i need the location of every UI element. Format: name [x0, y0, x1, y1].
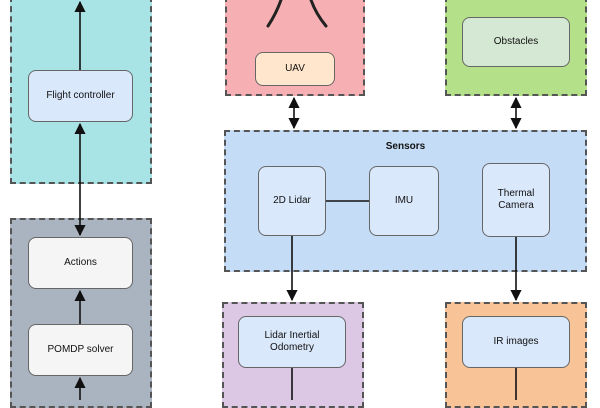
flight-controller-node: Flight controller	[28, 70, 133, 122]
lio-label-line1: Lidar Inertial	[264, 329, 320, 341]
imu-node: IMU	[369, 166, 439, 236]
pomdp-solver-node: POMDP solver	[28, 324, 133, 376]
thermal-camera-label-line1: Thermal	[497, 187, 535, 199]
lidar-inertial-odometry-node: Lidar Inertial Odometry	[238, 316, 346, 368]
thermal-camera-node: Thermal Camera	[482, 163, 550, 237]
uav-node: UAV	[255, 52, 335, 86]
sensors-title: Sensors	[385, 141, 426, 152]
lio-label-line2: Odometry	[270, 342, 314, 353]
lidar-2d-node: 2D Lidar	[258, 166, 326, 236]
ir-images-node: IR images	[462, 316, 570, 368]
obstacles-node: Obstacles	[462, 17, 570, 67]
actions-node: Actions	[28, 237, 133, 289]
thermal-camera-label-line2: Camera	[498, 200, 534, 211]
